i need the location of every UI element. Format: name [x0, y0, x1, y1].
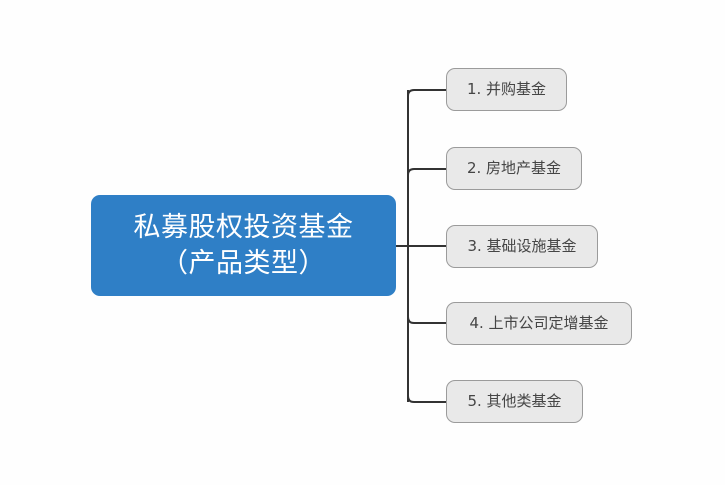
connector-branch-1 [407, 89, 446, 97]
child-node-5-label: 5. 其他类基金 [467, 392, 562, 410]
child-node-5[interactable]: 5. 其他类基金 [446, 380, 583, 423]
child-node-4[interactable]: 4. 上市公司定增基金 [446, 302, 632, 345]
child-node-3[interactable]: 3. 基础设施基金 [446, 225, 598, 268]
child-node-3-label: 3. 基础设施基金 [467, 237, 577, 255]
child-node-2-label: 2. 房地产基金 [466, 159, 562, 177]
connector-branch-2 [407, 168, 446, 176]
root-node-label: 私募股权投资基金 （产品类型） [133, 211, 354, 279]
child-node-2[interactable]: 2. 房地产基金 [446, 147, 582, 190]
child-node-1-label: 1. 并购基金 [466, 80, 547, 98]
root-node[interactable]: 私募股权投资基金 （产品类型） [91, 195, 396, 296]
connector-branch-4 [407, 316, 446, 324]
connector-branch-5 [407, 395, 446, 403]
child-node-1[interactable]: 1. 并购基金 [446, 68, 567, 111]
child-node-4-label: 4. 上市公司定增基金 [469, 314, 609, 332]
